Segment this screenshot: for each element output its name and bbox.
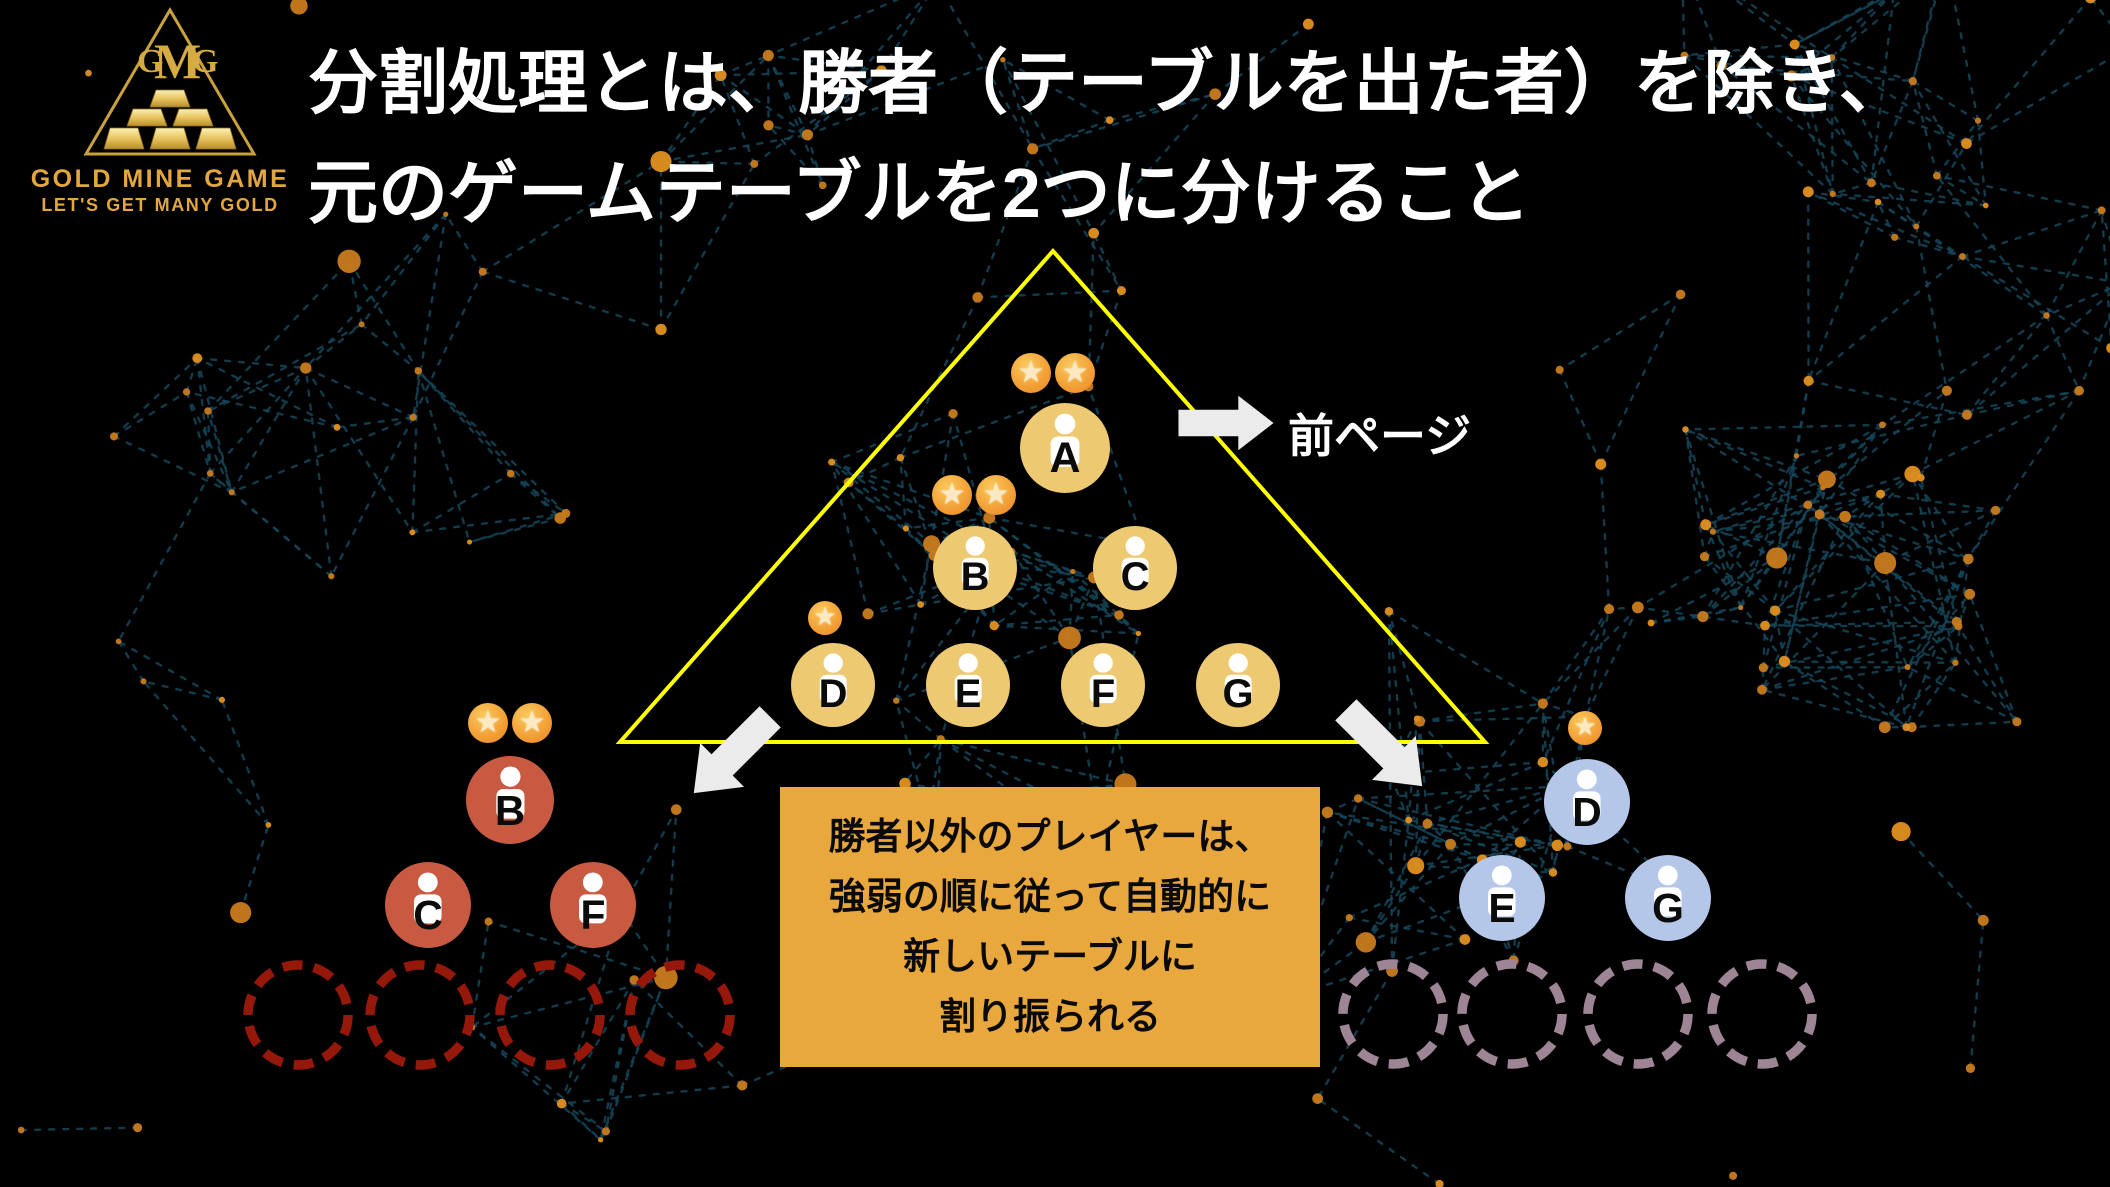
rank-star-icon: ★	[976, 475, 1016, 515]
info-line: 割り振られる	[939, 996, 1161, 1037]
player-label: E	[1488, 884, 1516, 931]
player-avatar-C: C	[385, 862, 471, 948]
person-icon	[1488, 865, 1516, 917]
player-label: E	[954, 672, 982, 717]
person-icon	[961, 536, 989, 586]
player-label: B	[494, 786, 526, 834]
empty-seat-circle	[1338, 959, 1448, 1069]
info-line: 新しいテーブルに	[903, 936, 1197, 977]
svg-text:M: M	[154, 33, 201, 89]
person-icon	[1089, 653, 1117, 703]
player-label: F	[580, 891, 606, 938]
rank-star-icon: ★	[512, 703, 552, 743]
split-rule-info-box: 勝者以外のプレイヤーは、 強弱の順に従って自動的に 新しいテーブルに 割り振られ…	[780, 787, 1320, 1067]
prev-page-arrow-icon	[1178, 395, 1274, 451]
rank-star-icon: ★	[1055, 353, 1095, 393]
slide-title: 分割処理とは、勝者（テーブルを出た者）を除き、 元のゲームテーブルを2つに分ける…	[308, 28, 1909, 248]
star-glyph: ★	[1017, 356, 1045, 389]
logo-name: GOLD MINE GAME	[30, 165, 290, 193]
person-icon	[1050, 413, 1080, 468]
person-icon	[1654, 865, 1682, 917]
player-avatar-D: D	[1544, 759, 1630, 845]
title-line-1: 分割処理とは、勝者（テーブルを出た者）を除き、	[308, 44, 1909, 122]
rank-star-icon: ★	[1568, 711, 1602, 745]
rank-star-icon: ★	[468, 703, 508, 743]
star-glyph: ★	[813, 603, 837, 632]
player-label: C	[413, 891, 443, 938]
player-label: G	[1652, 884, 1684, 931]
person-icon	[495, 766, 525, 819]
player-avatar-B: B	[466, 756, 554, 844]
empty-seat-circle	[1707, 959, 1817, 1069]
empty-seat-circle	[365, 960, 475, 1070]
player-label: C	[1120, 555, 1150, 600]
gold-mine-game-logo: G M G GOLD MINE GAME LET'S GET MANY GOLD	[14, 6, 306, 216]
player-label: G	[1222, 672, 1254, 717]
person-icon	[954, 653, 982, 703]
empty-seat-circle	[625, 960, 735, 1070]
player-avatar-F: F	[550, 862, 636, 948]
person-icon	[819, 653, 847, 703]
star-glyph: ★	[518, 706, 546, 739]
svg-text:G: G	[192, 43, 218, 80]
player-avatar-E: E	[926, 643, 1010, 727]
star-glyph: ★	[1573, 713, 1597, 742]
empty-seat-circle	[1457, 959, 1567, 1069]
star-glyph: ★	[1061, 356, 1089, 389]
person-icon	[1121, 536, 1149, 586]
split-right-arrow-icon	[1335, 699, 1423, 787]
gold-pyramid-logo-icon: G M G	[83, 7, 257, 156]
player-label: D	[818, 672, 848, 717]
player-label: A	[1049, 434, 1081, 483]
player-avatar-G: G	[1196, 643, 1280, 727]
person-icon	[414, 872, 442, 924]
svg-text:G: G	[137, 43, 163, 80]
info-line: 勝者以外のプレイヤーは、	[828, 816, 1272, 857]
player-label: F	[1090, 672, 1116, 717]
logo-tagline: LET'S GET MANY GOLD	[41, 195, 279, 215]
prev-page-label: 前ページ	[1288, 410, 1472, 462]
rank-star-icon: ★	[1011, 353, 1051, 393]
player-avatar-F: F	[1061, 643, 1145, 727]
player-avatar-A: A	[1020, 403, 1110, 493]
empty-seat-circle	[1583, 959, 1693, 1069]
info-line: 強弱の順に従って自動的に	[828, 876, 1272, 917]
split-left-arrow-icon	[693, 706, 781, 794]
star-glyph: ★	[938, 478, 966, 511]
player-avatar-B: B	[933, 526, 1017, 610]
player-avatar-E: E	[1459, 855, 1545, 941]
person-icon	[579, 872, 607, 924]
rank-star-icon: ★	[932, 475, 972, 515]
star-glyph: ★	[474, 706, 502, 739]
player-label: D	[1572, 788, 1602, 835]
pyramid-triangle-outline	[615, 247, 1490, 744]
star-glyph: ★	[982, 478, 1010, 511]
empty-seat-circle	[495, 960, 605, 1070]
right-table-empty-seats	[1338, 959, 1817, 1069]
player-label: B	[960, 555, 990, 600]
player-avatar-G: G	[1625, 855, 1711, 941]
player-avatar-C: C	[1093, 526, 1177, 610]
title-line-2: 元のゲームテーブルを2つに分けること	[308, 154, 1531, 232]
left-table-empty-seats	[243, 960, 735, 1070]
person-icon	[1224, 653, 1252, 703]
person-icon	[1573, 769, 1601, 821]
empty-seat-circle	[243, 960, 353, 1070]
player-avatar-D: D	[791, 643, 875, 727]
rank-star-icon: ★	[808, 601, 842, 635]
